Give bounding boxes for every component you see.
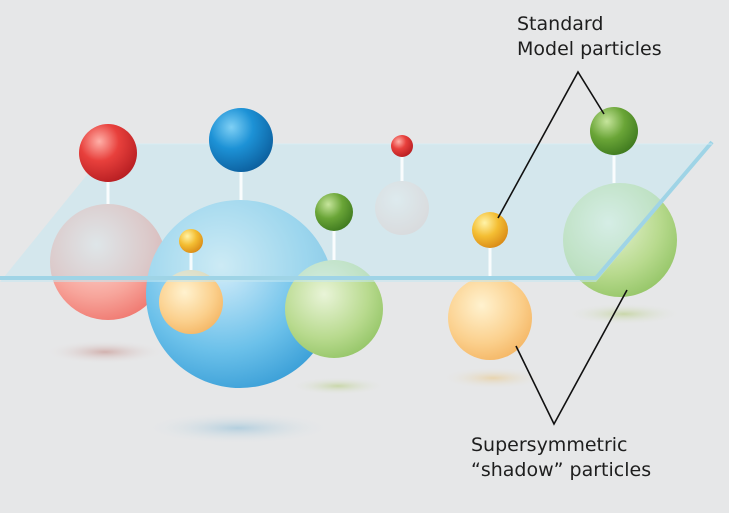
plane-surface — [0, 144, 712, 282]
particle-green — [315, 193, 353, 231]
shadow-particle-green — [285, 260, 383, 358]
particle-green-2 — [590, 107, 638, 155]
particle-red — [79, 124, 137, 182]
stems — [106, 156, 616, 276]
particle-yellow-2 — [472, 212, 508, 248]
particle-yellow — [179, 229, 203, 253]
standard-model-label-line-1: Standard — [517, 13, 604, 35]
shadow-pointer — [515, 289, 628, 426]
shadow-particles-label: Supersymmetric “shadow” particles — [471, 433, 651, 483]
standard-model-pointer — [497, 70, 605, 219]
plane-front-edge — [0, 140, 714, 280]
standard-model-label-line-2: Model particles — [517, 38, 662, 60]
blue-shadow — [143, 412, 333, 444]
particle-blue — [209, 108, 273, 172]
shadow-particle-yellow-2 — [448, 276, 532, 360]
ground-shadows — [45, 303, 682, 444]
shadow-particle-yellow — [159, 270, 223, 334]
particle-small-red — [391, 135, 413, 157]
shadow-particles-label-line-1: Supersymmetric — [471, 434, 628, 456]
shadow-particles-label-line-2: “shadow” particles — [471, 459, 652, 481]
green-2-shadow — [566, 303, 682, 325]
standard-model-particles — [79, 107, 638, 253]
red-shadow — [45, 340, 165, 364]
pointer-lines — [497, 70, 628, 426]
standard-model-label: Standard Model particles — [517, 12, 662, 62]
yellow-shadow — [441, 367, 545, 389]
green-shadow — [290, 377, 386, 395]
